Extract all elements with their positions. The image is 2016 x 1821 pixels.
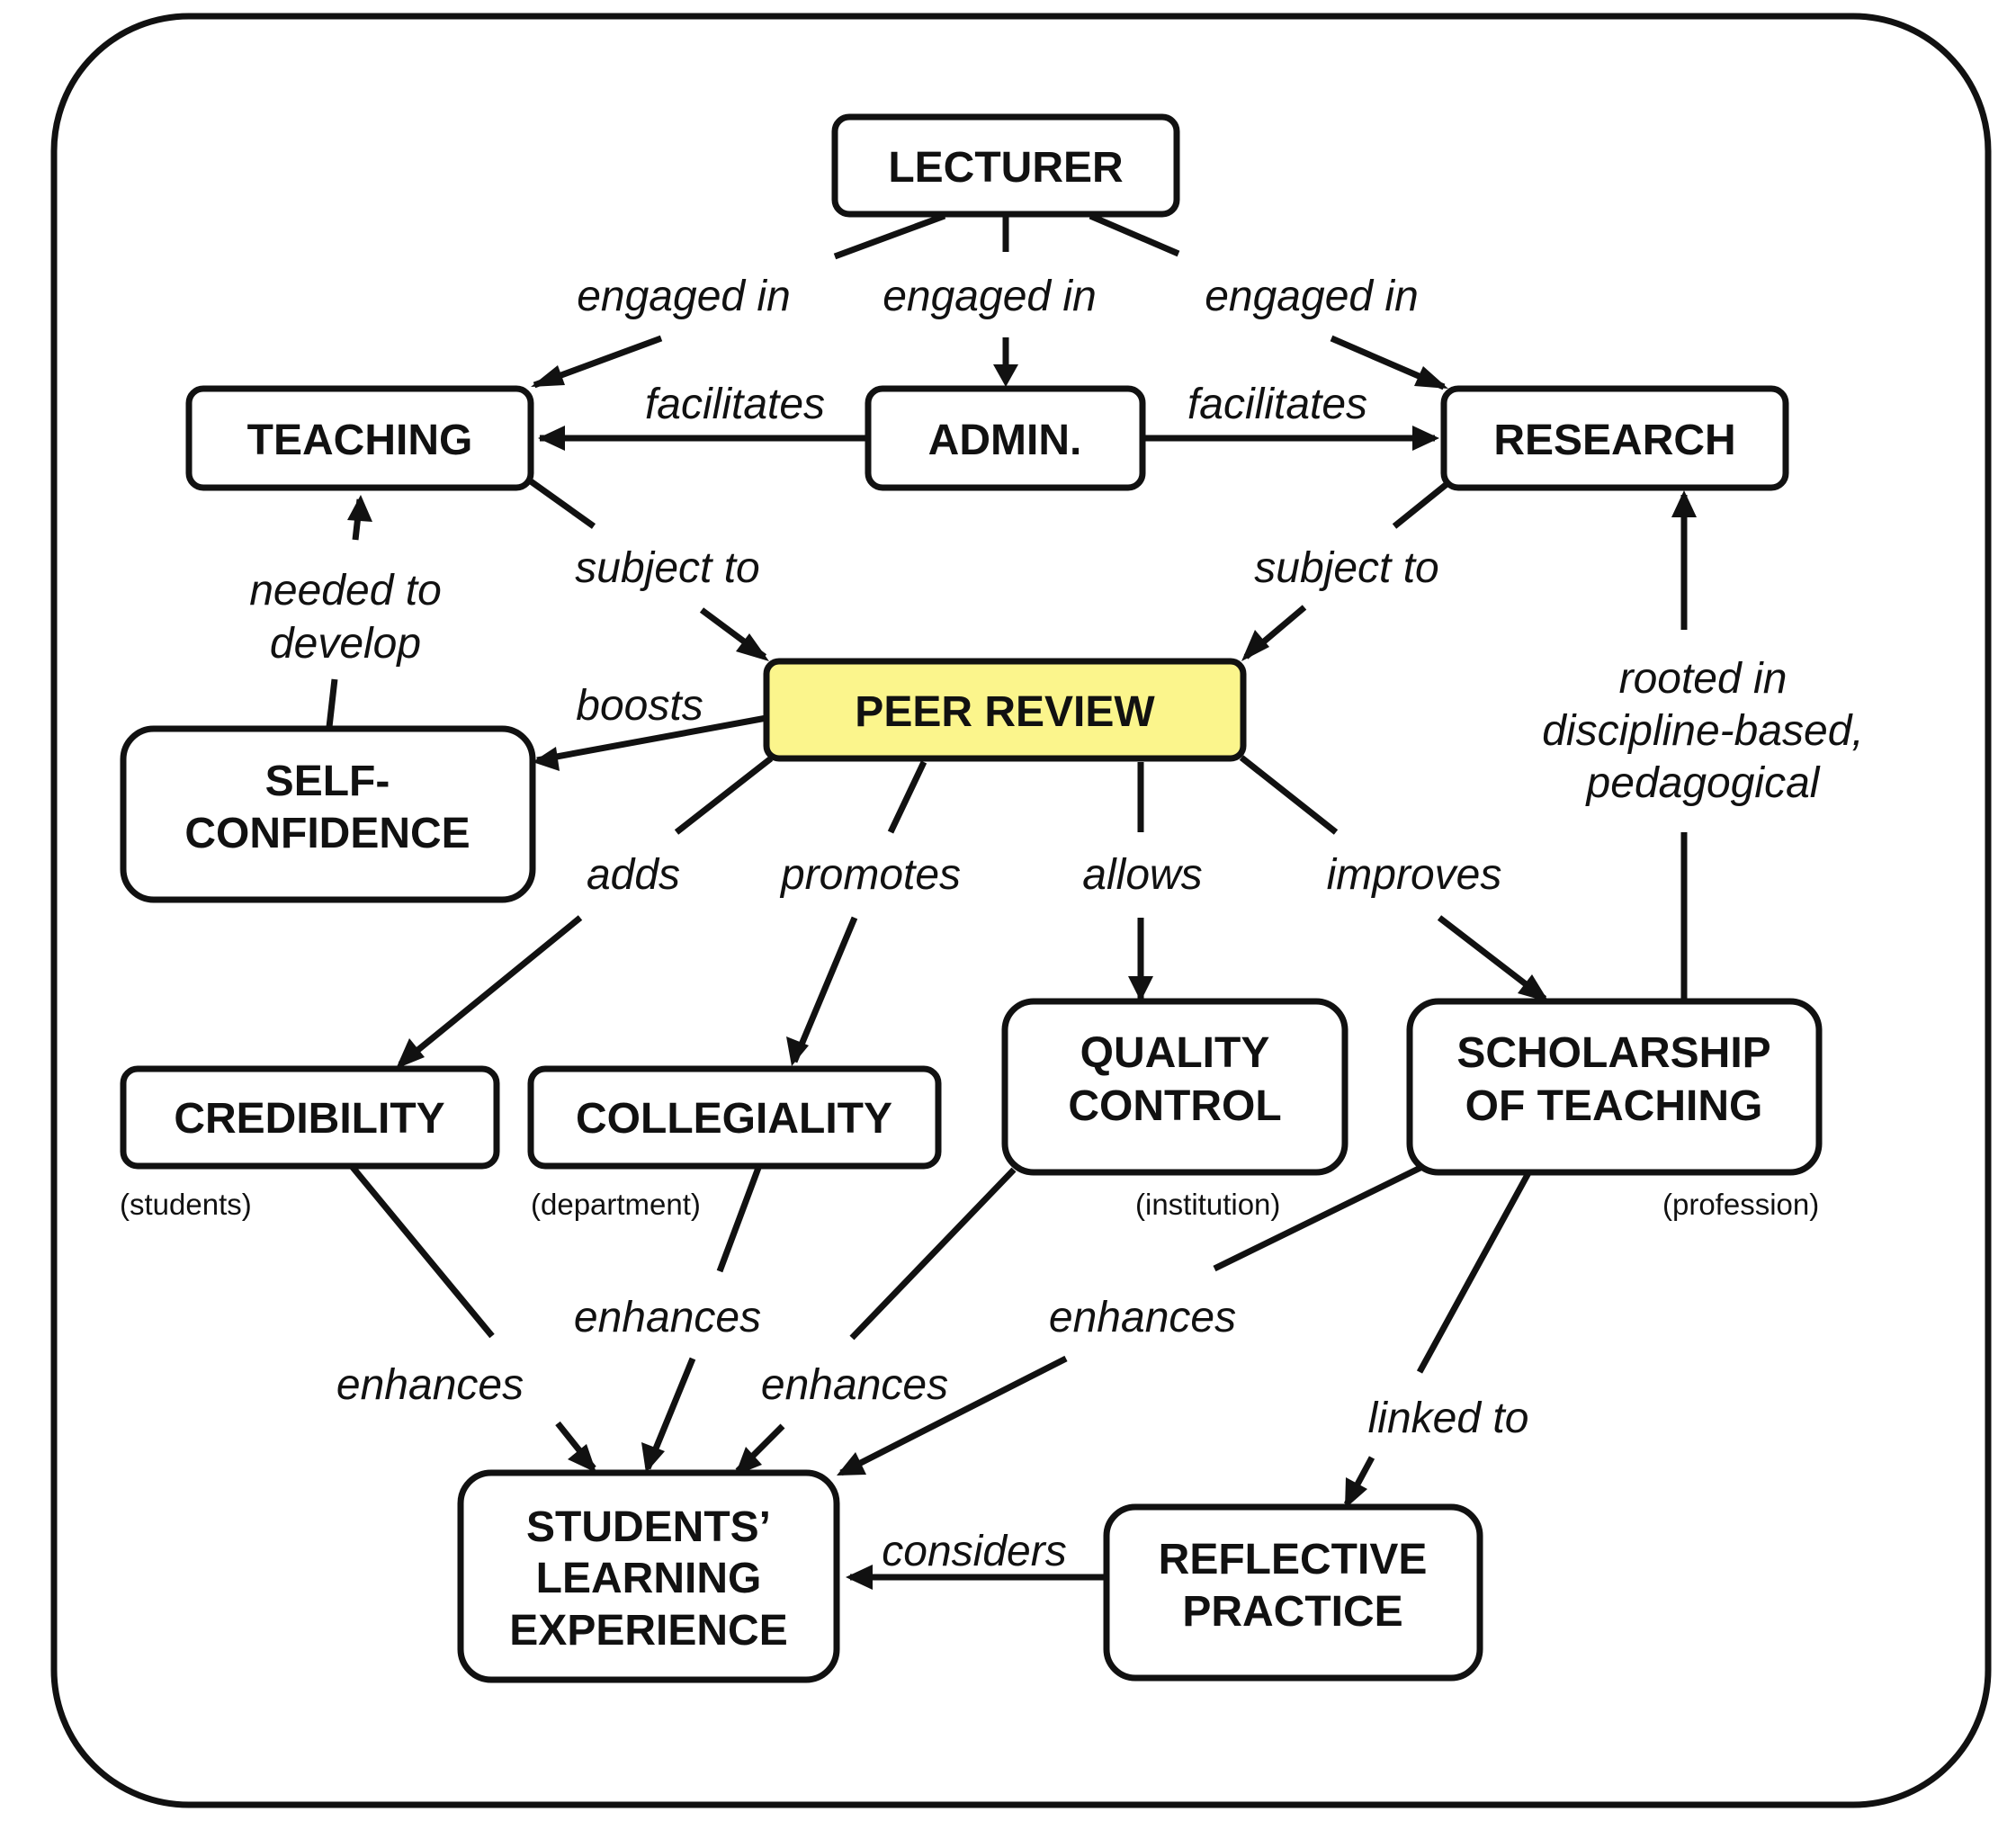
node-label: CONTROL bbox=[1068, 1082, 1281, 1130]
node-label: CONFIDENCE bbox=[184, 810, 470, 857]
edge-label-peer-quality: allows bbox=[1082, 851, 1202, 899]
arrow-to-research-from-scholarship bbox=[1671, 490, 1697, 517]
node-label: PEER REVIEW bbox=[855, 688, 1155, 736]
edge-label-scholarship-research: pedagogical bbox=[1585, 759, 1821, 807]
note-students: (students) bbox=[120, 1188, 252, 1221]
edge-label-peer-credibility: adds bbox=[587, 851, 680, 899]
arrow-to-students-from-scholarship bbox=[837, 1452, 866, 1476]
node-quality-control: QUALITY CONTROL bbox=[1001, 998, 1348, 1176]
edge-label-peer-scholarship: improves bbox=[1327, 851, 1502, 899]
arrow-to-peer-from-research bbox=[1241, 630, 1269, 661]
arrow-to-quality-from-peer bbox=[1128, 976, 1153, 1001]
edge-line-peer-credibility bbox=[398, 756, 774, 1067]
arrow-to-students-from-quality bbox=[735, 1447, 762, 1476]
arrow-to-research-from-admin bbox=[1412, 426, 1439, 451]
node-reflective-practice: REFLECTIVE PRACTICE bbox=[1103, 1503, 1483, 1682]
node-scholarship-of-teaching: SCHOLARSHIP OF TEACHING bbox=[1406, 998, 1823, 1176]
edge-label-credibility-students: enhances bbox=[336, 1361, 524, 1409]
edge-label-peer-collegiality: promotes bbox=[779, 851, 961, 899]
node-self-confidence: SELF- CONFIDENCE bbox=[120, 725, 536, 903]
edge-label-research-peer: subject to bbox=[1254, 544, 1438, 592]
node-label: SELF- bbox=[265, 758, 390, 805]
node-label: STUDENTS’ bbox=[526, 1503, 771, 1551]
node-label: QUALITY bbox=[1080, 1029, 1270, 1077]
node-label: REFLECTIVE bbox=[1159, 1536, 1428, 1583]
arrowheads bbox=[347, 364, 1697, 1590]
arrow-to-students-from-reflective bbox=[846, 1565, 873, 1590]
node-label: SCHOLARSHIP bbox=[1456, 1029, 1770, 1077]
arrow-to-teaching-from-admin bbox=[538, 426, 565, 451]
node-lecturer: LECTURER bbox=[831, 113, 1180, 218]
node-label: LEARNING bbox=[536, 1555, 762, 1602]
edge-label-peer-self: boosts bbox=[576, 682, 703, 730]
node-peer-review: PEER REVIEW bbox=[763, 658, 1247, 762]
arrow-to-reflective-from-scholarship bbox=[1345, 1477, 1367, 1509]
edge-label-self-teaching: needed to bbox=[249, 567, 442, 614]
node-label: OF TEACHING bbox=[1465, 1082, 1763, 1130]
node-label: EXPERIENCE bbox=[509, 1607, 787, 1655]
arrow-to-scholarship-from-peer bbox=[1518, 974, 1549, 1002]
arrow-to-teaching-from-lecturer bbox=[531, 365, 565, 387]
edge-label-admin-research: facilitates bbox=[1187, 381, 1367, 428]
edge-label-scholarship-students: enhances bbox=[1049, 1294, 1236, 1341]
arrow-to-self-from-peer bbox=[533, 747, 560, 771]
arrow-to-students-from-credibility bbox=[568, 1444, 596, 1473]
node-label: ADMIN. bbox=[928, 417, 1082, 464]
node-label: COLLEGIALITY bbox=[576, 1095, 892, 1143]
arrow-to-credibility-from-peer bbox=[396, 1038, 425, 1069]
node-label: TEACHING bbox=[247, 417, 473, 464]
node-label: PRACTICE bbox=[1182, 1588, 1402, 1636]
edge-label-scholarship-research: rooted in bbox=[1619, 655, 1788, 703]
arrow-to-research-from-lecturer bbox=[1414, 366, 1448, 389]
arrow-to-admin-from-lecturer bbox=[993, 364, 1018, 387]
edge-label-lecturer-research: engaged in bbox=[1205, 273, 1419, 320]
node-credibility: CREDIBILITY bbox=[120, 1065, 500, 1170]
note-institution: (institution) bbox=[1135, 1188, 1280, 1221]
edge-label-reflective-students: considers bbox=[882, 1528, 1066, 1575]
node-label: RESEARCH bbox=[1493, 417, 1735, 464]
node-admin: ADMIN. bbox=[865, 385, 1146, 491]
arrow-to-teaching-from-self bbox=[347, 495, 372, 522]
edge-label-lecturer-admin: engaged in bbox=[883, 273, 1097, 320]
node-collegiality: COLLEGIALITY bbox=[527, 1065, 942, 1170]
node-students-learning-experience: STUDENTS’ LEARNING EXPERIENCE bbox=[457, 1469, 840, 1683]
note-department: (department) bbox=[531, 1188, 701, 1221]
edge-label-quality-students: enhances bbox=[761, 1361, 948, 1409]
arrow-to-collegiality-from-peer bbox=[786, 1036, 809, 1066]
edge-label-scholarship-reflective: linked to bbox=[1368, 1395, 1529, 1442]
node-label: CREDIBILITY bbox=[174, 1095, 444, 1143]
node-teaching: TEACHING bbox=[185, 385, 534, 491]
edge-label-scholarship-research: discipline-based, bbox=[1542, 707, 1864, 755]
edge-label-teaching-peer: subject to bbox=[575, 544, 759, 592]
edge-label-collegiality-students: enhances bbox=[574, 1294, 761, 1341]
arrow-to-peer-from-teaching bbox=[736, 633, 769, 661]
edge-label-lecturer-teaching: engaged in bbox=[577, 273, 791, 320]
node-label: LECTURER bbox=[888, 144, 1123, 192]
edge-line-peer-collegiality bbox=[791, 760, 927, 1063]
edge-label-self-teaching: develop bbox=[270, 620, 421, 668]
edge-label-admin-teaching: facilitates bbox=[645, 381, 825, 428]
arrow-to-students-from-collegiality bbox=[641, 1442, 665, 1473]
note-profession: (profession) bbox=[1662, 1188, 1819, 1221]
edge-line-scholarship-students bbox=[839, 1162, 1428, 1476]
edge-line-peer-self bbox=[536, 714, 767, 764]
node-research: RESEARCH bbox=[1440, 385, 1789, 491]
